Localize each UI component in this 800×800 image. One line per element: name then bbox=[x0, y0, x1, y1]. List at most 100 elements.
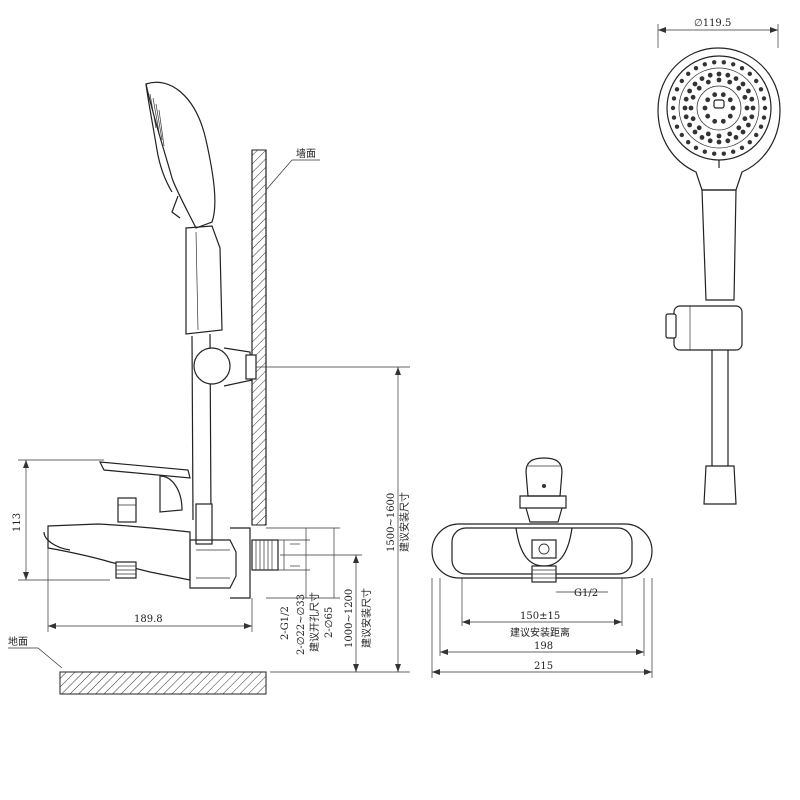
nozzle bbox=[679, 78, 684, 84]
centers-value: 150±15 bbox=[520, 611, 560, 622]
nozzle bbox=[761, 96, 767, 101]
nozzle bbox=[690, 116, 696, 122]
nozzle bbox=[736, 125, 742, 131]
centers-note: 建议安装距离 bbox=[510, 626, 570, 639]
dim-mixer-height: 1000~1200 建议安装尺寸 bbox=[280, 554, 373, 672]
nozzle bbox=[749, 96, 755, 102]
nozzle bbox=[727, 97, 733, 103]
nozzle bbox=[683, 96, 689, 102]
width-outer-value: 215 bbox=[534, 661, 553, 672]
mixer-height-value: 1000~1200 bbox=[344, 589, 355, 648]
nozzle bbox=[761, 115, 767, 120]
dim-holder-height: 1500~1600 建议安装尺寸 bbox=[270, 366, 411, 673]
nozzle bbox=[754, 78, 759, 84]
hand-shower-front bbox=[657, 47, 781, 505]
wall-label: 墙面 bbox=[296, 147, 316, 160]
nozzle bbox=[749, 114, 755, 120]
nozzle bbox=[730, 105, 736, 111]
nozzle bbox=[705, 113, 711, 119]
nozzle bbox=[699, 135, 705, 140]
nozzle bbox=[693, 66, 699, 71]
nozzle bbox=[699, 76, 705, 81]
flange-diameter-value: 2-∅65 bbox=[324, 607, 335, 638]
nozzle bbox=[731, 149, 736, 154]
wall-holder bbox=[193, 347, 270, 387]
nozzle bbox=[731, 62, 736, 67]
nozzle bbox=[740, 129, 746, 135]
mixer-front bbox=[431, 457, 653, 583]
nozzle bbox=[762, 105, 768, 111]
nozzle bbox=[693, 145, 699, 150]
hole-diameter-value: 2-∅22~∅33 bbox=[296, 594, 307, 655]
nozzle bbox=[742, 116, 748, 122]
mixer-height-note: 建议安装尺寸 bbox=[360, 588, 373, 648]
nozzle bbox=[733, 76, 739, 81]
nozzle bbox=[754, 132, 759, 138]
dim-front: 150±15 建议安装距离 G1/2 198 215 bbox=[431, 578, 653, 678]
mixer-side bbox=[43, 461, 279, 599]
nozzle bbox=[716, 71, 722, 77]
nozzle bbox=[720, 92, 726, 98]
nozzle bbox=[721, 151, 726, 156]
nozzle bbox=[705, 131, 711, 137]
nozzle bbox=[686, 140, 691, 145]
nozzle bbox=[683, 114, 689, 120]
nozzle bbox=[736, 85, 742, 91]
nozzle bbox=[742, 94, 748, 100]
nozzle bbox=[712, 151, 717, 156]
nozzle bbox=[687, 122, 692, 128]
nozzle bbox=[705, 97, 711, 103]
nozzle bbox=[696, 125, 702, 131]
nozzle bbox=[705, 79, 711, 85]
nozzle bbox=[692, 81, 698, 87]
nozzle bbox=[671, 115, 677, 120]
nozzle bbox=[725, 72, 731, 78]
dim-spout-length: 189.8 bbox=[47, 548, 253, 632]
nozzle bbox=[671, 96, 677, 101]
nozzle bbox=[740, 81, 746, 87]
nozzle bbox=[674, 87, 680, 92]
nozzle bbox=[670, 105, 676, 111]
nozzle bbox=[702, 149, 707, 154]
nozzle bbox=[727, 131, 733, 137]
hole-note: 建议开孔尺寸 bbox=[308, 592, 321, 652]
nozzle bbox=[746, 88, 751, 94]
nozzle bbox=[716, 133, 722, 139]
nozzle bbox=[716, 139, 722, 145]
nozzle bbox=[747, 71, 752, 77]
width-inner-value: 198 bbox=[534, 641, 553, 652]
spout-height-value: 113 bbox=[12, 513, 23, 532]
nozzle bbox=[702, 62, 707, 67]
nozzle bbox=[712, 92, 718, 98]
nozzle bbox=[758, 124, 764, 129]
nozzle bbox=[692, 129, 698, 135]
holder-height-value: 1500~1600 bbox=[386, 493, 397, 552]
nozzle bbox=[720, 118, 726, 124]
hand-shower-side bbox=[145, 81, 223, 521]
nozzle bbox=[712, 118, 718, 124]
dim-spout-height: 113 bbox=[12, 459, 110, 581]
nozzle bbox=[758, 87, 764, 92]
spray-nozzles bbox=[670, 60, 768, 156]
nozzle bbox=[727, 79, 733, 85]
nozzle bbox=[733, 135, 739, 140]
nozzle bbox=[739, 66, 745, 71]
nozzle bbox=[688, 105, 694, 111]
wall bbox=[251, 149, 267, 526]
nozzle bbox=[682, 105, 688, 111]
nozzle bbox=[739, 145, 745, 150]
nozzle bbox=[686, 71, 691, 77]
nozzle bbox=[727, 113, 733, 119]
nozzle bbox=[696, 85, 702, 91]
nozzle bbox=[716, 77, 722, 83]
head-diameter-value: ∅119.5 bbox=[694, 18, 731, 29]
floor bbox=[59, 671, 267, 695]
nozzle bbox=[679, 132, 684, 138]
wall-leader bbox=[265, 159, 293, 191]
dim-head-diameter: ∅119.5 bbox=[657, 18, 779, 48]
inlet-thread-value: G1/2 bbox=[574, 588, 598, 599]
nozzle bbox=[690, 94, 696, 100]
nozzle bbox=[707, 72, 713, 78]
nozzle bbox=[747, 140, 752, 145]
